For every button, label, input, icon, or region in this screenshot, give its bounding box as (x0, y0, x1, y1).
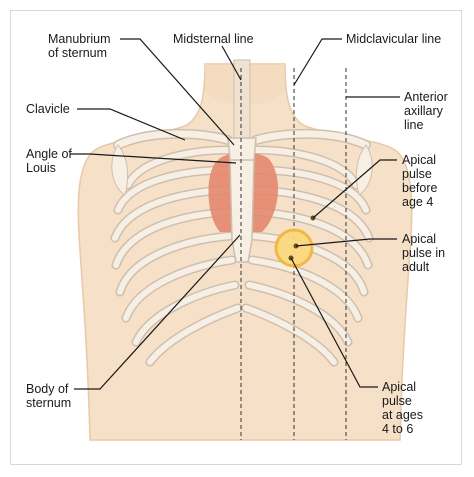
label-manubrium: Manubrium of sternum (48, 32, 111, 60)
apical-pulse-area (274, 228, 314, 268)
label-anterior-axillary-line: Anterior axillary line (404, 90, 448, 132)
label-midclavicular-line: Midclavicular line (346, 32, 442, 46)
label-apical-in-adult: Apical pulse in adult (402, 232, 446, 274)
label-apical-before-4: Apical pulse before age 4 (402, 153, 438, 209)
sternum (227, 137, 257, 263)
label-clavicle: Clavicle (26, 102, 70, 116)
label-body-of-sternum: Body of sternum (26, 382, 72, 410)
label-apical-4-to-6: Apical pulse at ages 4 to 6 (382, 380, 424, 436)
label-angle-of-louis: Angle of Louis (26, 147, 72, 175)
leader-lines (70, 38, 400, 390)
label-midsternal-line: Midsternal line (173, 32, 254, 46)
